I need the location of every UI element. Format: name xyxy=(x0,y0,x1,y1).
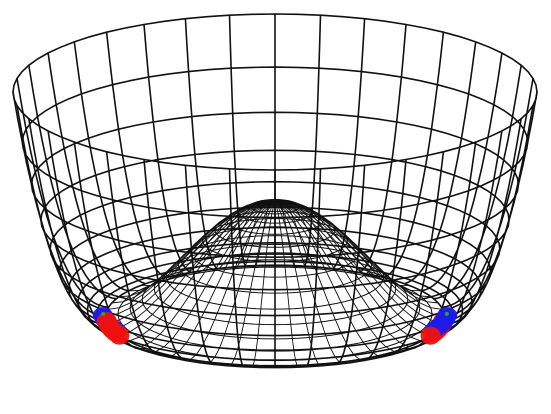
hump-meridian xyxy=(274,201,298,367)
bowl-meridian xyxy=(184,17,218,270)
hump-meridian xyxy=(274,201,395,353)
hump-meridian xyxy=(274,201,432,336)
hump-meridian xyxy=(190,199,276,274)
bowl-meridian xyxy=(12,91,107,317)
hump-meridian xyxy=(209,201,276,363)
bowl-meridian xyxy=(440,104,534,326)
bowl-meridian xyxy=(47,52,130,292)
bowl-meridian xyxy=(403,41,477,285)
hump-meridian xyxy=(230,201,276,366)
marker-red-dot xyxy=(420,326,441,345)
bowl-meridian xyxy=(440,77,534,309)
hump-meridian xyxy=(274,201,341,363)
central-hump-mesh xyxy=(105,198,445,367)
bowl-meridian xyxy=(143,23,192,274)
bowl-meridian xyxy=(303,14,322,268)
hump-meridian xyxy=(128,201,276,342)
hump-meridian xyxy=(274,201,444,324)
hump-meridian xyxy=(106,201,276,324)
marker-green-dot xyxy=(444,311,449,316)
bowl-meridian xyxy=(143,158,192,362)
hump-meridian xyxy=(252,201,276,367)
hump-meridian xyxy=(252,199,276,269)
hump-meridian xyxy=(274,201,439,304)
bowl-meridian xyxy=(420,52,503,292)
hump-meridian xyxy=(118,201,276,336)
hump-meridian xyxy=(140,201,276,348)
hump-meridian xyxy=(274,201,444,310)
bowl-meridian xyxy=(358,158,407,362)
marker-green-dot xyxy=(101,311,106,316)
bowl-meridian xyxy=(28,64,117,300)
hump-meridian xyxy=(190,201,276,361)
hump-meridian xyxy=(230,199,276,270)
trough-marker-left xyxy=(92,307,130,345)
trough-markers xyxy=(92,307,458,345)
bowl-meridian xyxy=(228,14,247,268)
bowl-meridian xyxy=(332,17,366,270)
bowl-meridian xyxy=(443,91,538,317)
hump-meridian xyxy=(274,201,320,366)
trough-marker-right xyxy=(420,307,458,345)
hump-meridian xyxy=(155,201,276,353)
bowl-meridian xyxy=(16,77,110,309)
bowl-meridian xyxy=(358,23,407,274)
bowl-meridian xyxy=(73,41,147,285)
hump-meridian xyxy=(209,199,276,272)
hump-meridian xyxy=(171,199,276,278)
bowl-meridian xyxy=(382,31,445,279)
bowl-meridian xyxy=(433,64,522,300)
hump-meridian xyxy=(274,201,445,317)
bowl-meridian xyxy=(105,31,168,279)
hump-meridian xyxy=(105,201,276,317)
hump-meridian xyxy=(274,201,422,342)
hump-meridian xyxy=(274,201,410,348)
marker-red-dot xyxy=(96,312,117,331)
hump-meridian xyxy=(274,201,360,361)
outer-bowl-mesh xyxy=(12,13,538,369)
